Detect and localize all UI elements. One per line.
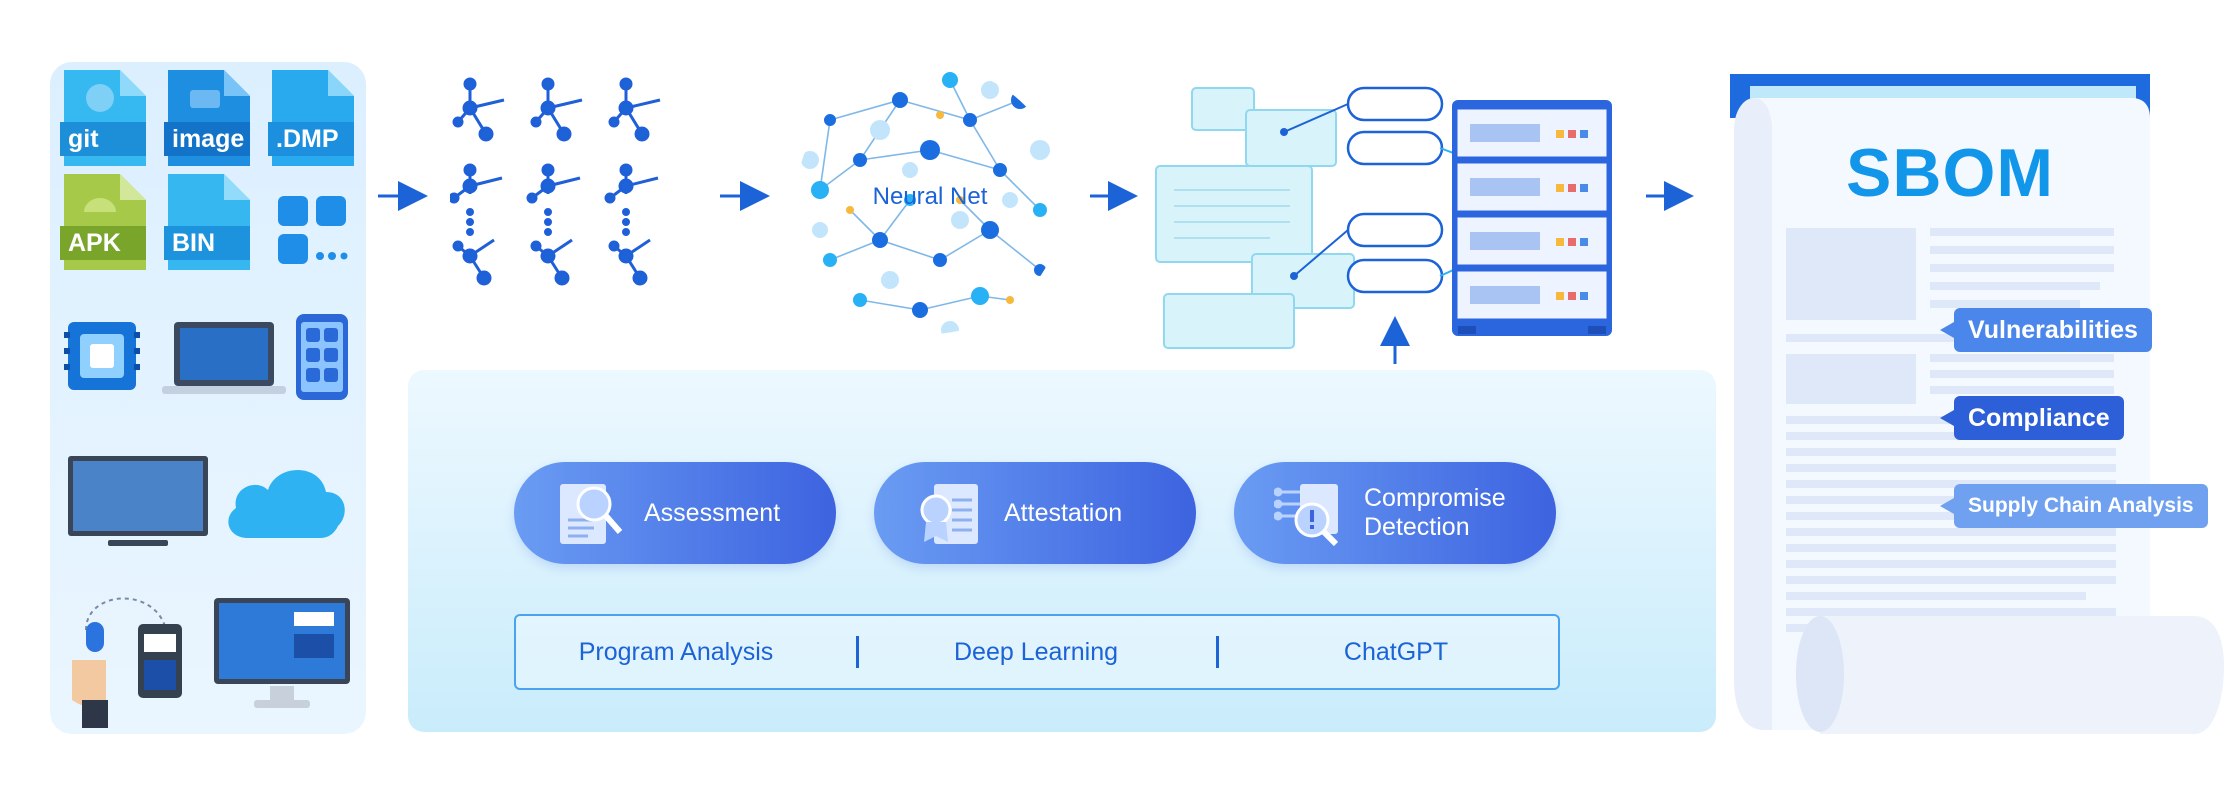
- image-file-icon: image: [164, 70, 250, 166]
- task-label-compromise-detection: Compromise Detection: [1364, 484, 1506, 541]
- task-compromise-detection: Compromise Detection: [1234, 462, 1556, 564]
- iot-device-icon: [66, 590, 226, 730]
- sbom-tag-vulnerabilities: Vulnerabilities: [1954, 308, 2152, 352]
- phone-icon: [296, 314, 348, 400]
- technique-deep-learning: Deep Learning: [953, 638, 1118, 666]
- file-label-bin: BIN: [172, 229, 216, 257]
- assessment-icon: [560, 484, 623, 544]
- technique-program-analysis: Program Analysis: [578, 638, 774, 666]
- bin-file-icon: BIN: [164, 174, 250, 270]
- file-label-git: git: [68, 125, 99, 153]
- dmp-file-icon: .DMP: [268, 70, 354, 166]
- file-label-image: image: [172, 125, 245, 153]
- task-assessment: Assessment: [514, 462, 836, 564]
- chip-icon: [64, 318, 140, 394]
- git-file-icon: git: [60, 70, 146, 166]
- cloud-icon: [222, 458, 350, 540]
- neural-net-icon: [801, 72, 1050, 334]
- tv-icon: [68, 456, 208, 552]
- sbom-tag-compliance: Compliance: [1954, 396, 2124, 440]
- dependency-graph-icon: [450, 77, 661, 286]
- technique-divider: [1216, 636, 1219, 668]
- laptop-icon: [162, 320, 286, 396]
- tag-pointer-icon: [1940, 498, 1954, 514]
- sbom-title: SBOM: [1846, 135, 2054, 211]
- server-icon: [1452, 100, 1612, 336]
- task-label-attestation: Attestation: [1004, 498, 1123, 527]
- technique-divider: [856, 636, 859, 668]
- task-label-assessment: Assessment: [644, 498, 781, 527]
- monitor-icon: [214, 598, 350, 712]
- file-label-apk: APK: [68, 229, 121, 257]
- file-label-dmp: .DMP: [276, 125, 339, 153]
- attestation-icon: [920, 484, 978, 544]
- neural-net-label: Neural Net: [872, 183, 988, 210]
- tag-pointer-icon: [1940, 322, 1954, 338]
- task-attestation: Attestation: [874, 462, 1196, 564]
- tag-pointer-icon: [1940, 410, 1954, 426]
- compromise-detection-icon: [1274, 484, 1339, 547]
- apk-file-icon: APK: [60, 174, 146, 270]
- apps-grid-icon: [276, 194, 348, 266]
- technique-chatgpt: ChatGPT: [1343, 638, 1449, 666]
- techniques-bar: Program Analysis Deep Learning ChatGPT: [514, 614, 1560, 690]
- llm-prompt-icon: [1155, 86, 1480, 349]
- sbom-tag-supply-chain-analysis: Supply Chain Analysis: [1954, 484, 2208, 528]
